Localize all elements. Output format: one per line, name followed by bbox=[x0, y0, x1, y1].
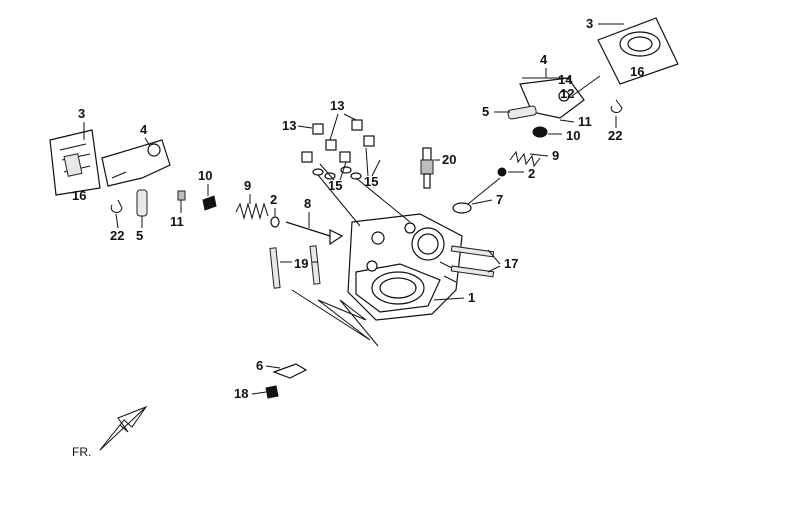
bracket bbox=[272, 363, 308, 379]
label-17: 17 bbox=[504, 256, 518, 271]
label-14: 14 bbox=[558, 72, 573, 87]
left-valve-spring bbox=[235, 202, 269, 220]
label-4: 4 bbox=[140, 122, 148, 137]
label-16-right: 16 bbox=[630, 64, 644, 79]
label-7: 7 bbox=[496, 192, 503, 207]
left-rocker-shaft bbox=[136, 189, 148, 217]
nut bbox=[265, 385, 279, 399]
head-studs bbox=[450, 245, 495, 278]
label-11: 11 bbox=[170, 214, 184, 229]
label-12: 12 bbox=[560, 86, 574, 101]
label-15-right: 15 bbox=[364, 174, 378, 189]
left-valve-seal bbox=[270, 216, 280, 228]
right-valve-retainer bbox=[532, 126, 548, 138]
label-13-left: 13 bbox=[282, 118, 296, 133]
label-4-right: 4 bbox=[540, 52, 548, 67]
head-bolts bbox=[269, 245, 321, 289]
right-rocker-shaft bbox=[507, 105, 537, 120]
label-18: 18 bbox=[234, 386, 248, 401]
left-clip bbox=[110, 199, 123, 213]
bolt-leader-lines bbox=[291, 289, 379, 347]
label-2-right: 2 bbox=[528, 166, 535, 181]
front-direction-label: FR. bbox=[72, 445, 91, 459]
label-8: 8 bbox=[304, 196, 311, 211]
label-3-right: 3 bbox=[586, 16, 593, 31]
label-9: 9 bbox=[244, 178, 251, 193]
left-cam-cover bbox=[49, 129, 101, 196]
label-10: 10 bbox=[198, 168, 212, 183]
label-13-top: 13 bbox=[330, 98, 344, 113]
right-clip bbox=[610, 99, 623, 113]
label-2: 2 bbox=[270, 192, 277, 207]
label-9-right: 9 bbox=[552, 148, 559, 163]
label-16: 16 bbox=[72, 188, 86, 203]
label-6: 6 bbox=[256, 358, 263, 373]
label-1: 1 bbox=[468, 290, 475, 305]
label-10-right: 10 bbox=[566, 128, 580, 143]
left-valve-retainer bbox=[202, 195, 217, 211]
right-valve-spring bbox=[509, 150, 541, 168]
right-valve-seal bbox=[497, 167, 507, 177]
right-cam-cover bbox=[597, 17, 679, 85]
label-15-left: 15 bbox=[328, 178, 342, 193]
exhaust-valve bbox=[452, 177, 501, 214]
label-22-right: 22 bbox=[608, 128, 622, 143]
intake-valve bbox=[285, 221, 344, 246]
front-direction-arrow: FR. bbox=[72, 405, 148, 459]
label-20: 20 bbox=[442, 152, 456, 167]
cylinder-head bbox=[347, 213, 463, 321]
label-22: 22 bbox=[110, 228, 124, 243]
label-19: 19 bbox=[294, 256, 308, 271]
left-rocker-arm bbox=[101, 139, 171, 187]
label-3: 3 bbox=[78, 106, 85, 121]
right-rocker-arm bbox=[519, 77, 585, 119]
left-pin bbox=[177, 190, 186, 201]
label-11-right: 11 bbox=[578, 114, 592, 129]
label-5-right: 5 bbox=[482, 104, 489, 119]
cap-nuts-and-washers bbox=[301, 119, 411, 227]
spark-plug bbox=[420, 147, 434, 189]
label-5: 5 bbox=[136, 228, 143, 243]
